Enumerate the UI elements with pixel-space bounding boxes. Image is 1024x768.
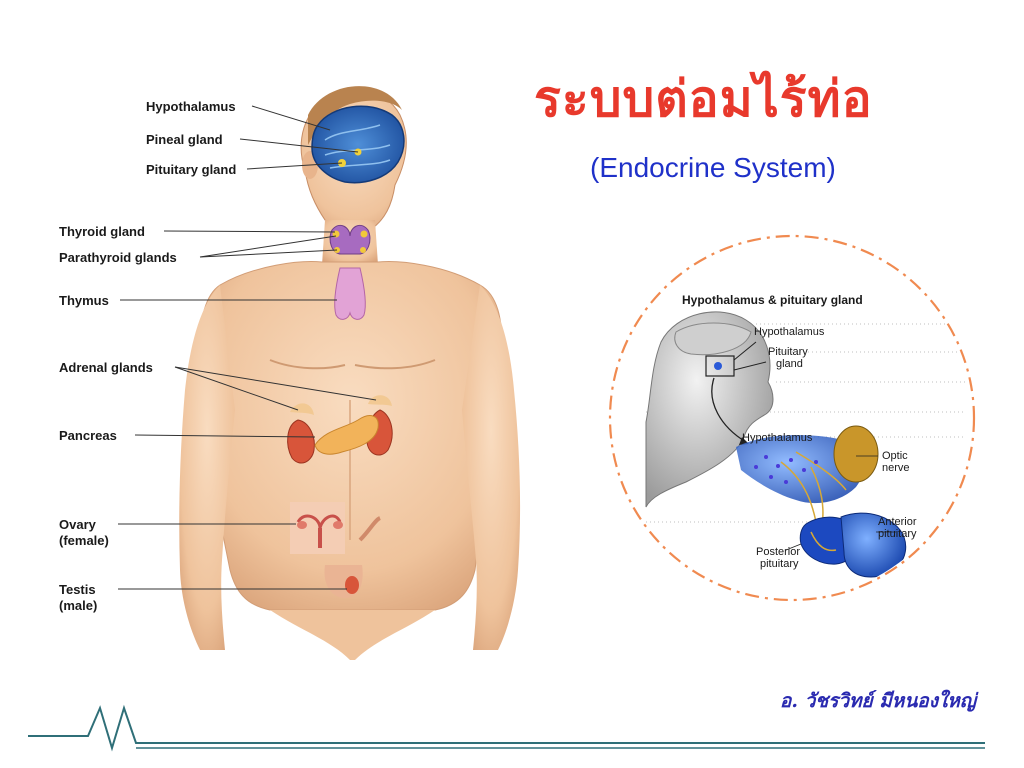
diagram-label-optic-1: Optic: [882, 450, 908, 462]
footer-heartbeat-line: [28, 704, 985, 752]
slide-title: ระบบต่อมไร้ท่อ: [534, 70, 873, 128]
brain: [311, 105, 405, 184]
ovary-illustration: [290, 502, 345, 554]
diagram-title: Hypothalamus & pituitary gland: [682, 293, 863, 307]
diagram-label-hypothalamus-top: Hypothalamus: [754, 326, 825, 338]
thymus: [334, 267, 366, 320]
label-ovary: Ovary: [59, 517, 96, 532]
label-hypothalamus: Hypothalamus: [146, 99, 236, 114]
kidneys-adrenals: [287, 395, 393, 464]
diagram-label-anterior-2: pituitary: [878, 528, 917, 540]
label-ovary-note: (female): [59, 533, 109, 548]
label-testis: Testis: [59, 582, 96, 597]
label-pituitary-gland: Pituitary gland: [146, 162, 237, 177]
label-thyroid-gland: Thyroid gland: [59, 224, 145, 239]
author-name: อ. วัชรวิทย์ มีหนองใหญ่: [779, 690, 976, 712]
pancreas: [314, 415, 379, 455]
diagram-label-pituitary-1: Pituitary: [768, 346, 808, 358]
label-adrenal-glands: Adrenal glands: [59, 360, 153, 375]
label-pancreas: Pancreas: [59, 428, 117, 443]
diagram-label-posterior-2: pituitary: [760, 558, 799, 570]
label-thymus: Thymus: [59, 293, 109, 308]
diagram-label-anterior-1: Anterior: [878, 516, 917, 528]
hypothalamus-pituitary-diagram: [608, 234, 976, 602]
diagram-label-pituitary-2: gland: [776, 358, 803, 370]
diagram-label-posterior-1: Posterior: [756, 546, 801, 558]
label-pineal-gland: Pineal gland: [146, 132, 223, 147]
leader-lines: [118, 105, 377, 590]
label-testis-note: (male): [59, 598, 98, 613]
testis-illustration: [324, 516, 382, 598]
human-body-illustration: [118, 86, 521, 660]
diagram-label-optic-2: nerve: [882, 462, 910, 474]
slide-subtitle: (Endocrine System): [590, 152, 836, 183]
label-parathyroid-glands: Parathyroid glands: [59, 250, 177, 265]
diagram-label-hypothalamus-zoom: Hypothalamus: [742, 432, 813, 444]
